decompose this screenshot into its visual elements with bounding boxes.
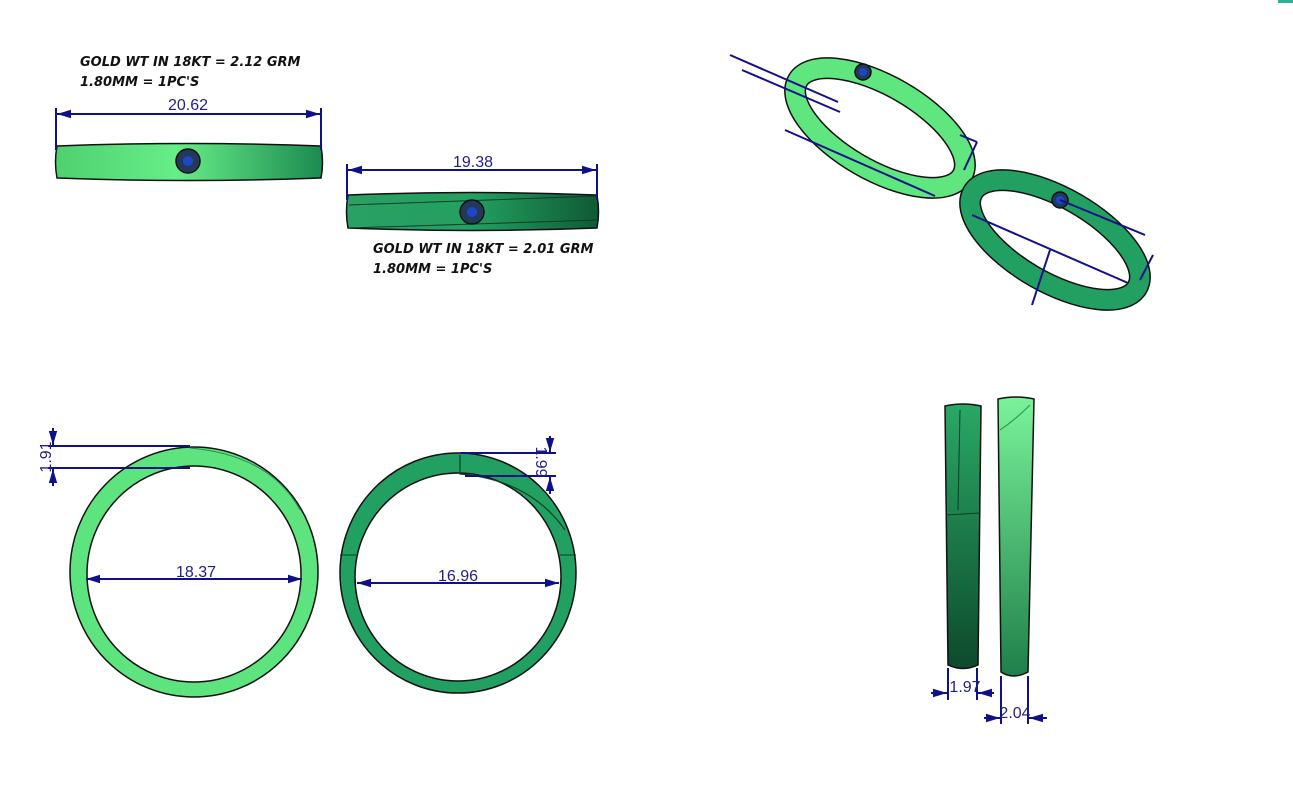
ring2-band-width-dimension: 1.97 (931, 668, 994, 700)
stone-icon (467, 207, 477, 217)
ring1-weight-note: GOLD WT IN 18KT = 2.12 GRM (80, 55, 301, 70)
ring2-stone-note: 1.80MM = 1PC'S (373, 262, 492, 277)
ring1-width-dimension: 20.62 (55, 97, 322, 150)
ring2-perspective-view (959, 169, 1154, 311)
ring2-weight-note: GOLD WT IN 18KT = 2.01 GRM (373, 242, 594, 257)
dim-ring1-band-width: 2.04 (999, 705, 1030, 722)
ring1-band-width-dimension: 2.04 (984, 676, 1047, 724)
ring1-profile-view (997, 396, 1035, 677)
dim-ring1-inner-diameter: 18.37 (176, 564, 216, 581)
dim-ring2-band-width: 1.97 (949, 679, 980, 696)
stone-icon (183, 156, 193, 166)
ring1-side-view (54, 142, 324, 182)
ring2-width-dimension: 19.38 (346, 154, 598, 200)
ring1-front-view (69, 446, 319, 698)
ring1-inner-diameter-dimension: 18.37 (86, 564, 302, 584)
dim-ring1-thickness: 1.91 (38, 441, 55, 472)
ring1-perspective-view (729, 54, 978, 199)
ring1-stone-note: 1.80MM = 1PC'S (80, 75, 199, 90)
ring1-thickness-dimension: 1.91 (38, 428, 190, 486)
dim-ring2-width: 19.38 (453, 154, 493, 171)
dim-ring1-width: 20.62 (168, 97, 208, 114)
ring2-profile-view (944, 403, 982, 670)
dim-ring2-inner-diameter: 16.96 (438, 568, 478, 585)
ring2-side-view (345, 191, 600, 232)
ring2-front-view (339, 452, 577, 694)
corner-mark (1278, 0, 1293, 3)
ring2-thickness-dimension: 1.99 (460, 436, 556, 494)
dim-ring2-thickness: 1.99 (532, 446, 549, 477)
stone-icon (859, 68, 867, 76)
ring2-inner-diameter-dimension: 16.96 (357, 568, 559, 588)
